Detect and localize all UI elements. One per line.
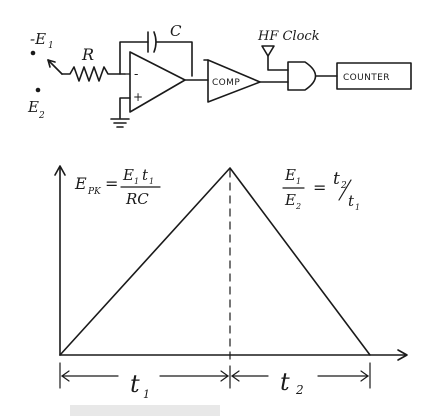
ratio-rhs-num-t: t (333, 169, 340, 189)
peak-formula-num-e-sub: 1 (134, 177, 139, 186)
peak-formula-lhs-sub: PK (87, 187, 102, 197)
clock-source-symbol (261, 45, 275, 57)
t1-right-arrowhead (220, 370, 230, 382)
peak-formula-den: RC (125, 190, 149, 208)
ratio-formula: E 1 E 2 = t 2 t 1 (282, 166, 360, 212)
t1-label: t (130, 370, 140, 398)
ratio-rhs-num-sub: 2 (340, 181, 347, 191)
integration-waveform: E PK = E 1 t 1 RC E 1 E 2 = t 2 t 1 (54, 165, 408, 401)
ratio-den-sub: 2 (295, 202, 301, 211)
input1-label: -E (30, 30, 46, 48)
opamp-minus-sign: - (134, 67, 138, 82)
peak-formula-lhs: E (74, 174, 87, 193)
capacitor-label: C (170, 22, 182, 40)
t2-left-arrowhead (230, 370, 240, 382)
peak-formula-num-e: E (122, 166, 134, 184)
comparator (207, 59, 261, 103)
circuit-schematic: -E 1 E 2 R C - + COMP HF (27, 22, 412, 128)
input1-subscript: 1 (48, 41, 54, 51)
peak-formula-equals: = (105, 174, 118, 193)
ratio-rhs-den-t: t (348, 192, 355, 210)
input2-subscript: 2 (38, 111, 45, 121)
integrator-opamp (129, 51, 186, 113)
resistor-label: R (81, 45, 94, 64)
resistor (61, 66, 126, 82)
peak-voltage-formula: E PK = E 1 t 1 RC (74, 166, 161, 208)
ratio-rhs-slash (338, 179, 352, 201)
t1-left-arrowhead (60, 370, 70, 382)
and-gate (287, 61, 317, 91)
t2-label: t (280, 368, 290, 396)
y-axis-arrowhead (54, 165, 66, 176)
time-intervals: t 1 t 2 (59, 362, 371, 401)
peak-formula-num-t: t (142, 166, 149, 184)
feedback-wire-right (155, 41, 193, 77)
switch-arrowhead (47, 59, 56, 68)
x-axis-arrowhead (397, 349, 408, 361)
ratio-equals: = (313, 178, 326, 197)
ramp-waveform (59, 167, 371, 356)
input2-label: E (27, 98, 39, 116)
peak-formula-num-t-sub: 1 (149, 177, 154, 186)
opamp-plus-sign: + (133, 90, 143, 104)
switch-arm (47, 59, 63, 75)
scan-smudge (70, 405, 220, 416)
ratio-num-e: E (284, 166, 296, 184)
feedback-wire-left (119, 41, 149, 75)
comparator-label: COMP (212, 78, 240, 88)
clock-wire (267, 55, 289, 71)
t2-right-arrowhead (360, 370, 370, 382)
clock-label: HF Clock (257, 29, 320, 44)
ratio-num-sub: 1 (296, 177, 301, 186)
counter-box (336, 62, 412, 90)
ground-wire (119, 97, 131, 119)
t2-subscript: 2 (295, 383, 304, 397)
input2-terminal (35, 87, 41, 93)
input1-terminal (30, 50, 36, 56)
ratio-rhs-den-sub: 1 (355, 203, 360, 212)
ratio-den-e: E (284, 191, 296, 209)
t1-subscript: 1 (143, 388, 150, 401)
counter-label: COUNTER (343, 73, 390, 83)
ground-symbol (110, 118, 130, 128)
